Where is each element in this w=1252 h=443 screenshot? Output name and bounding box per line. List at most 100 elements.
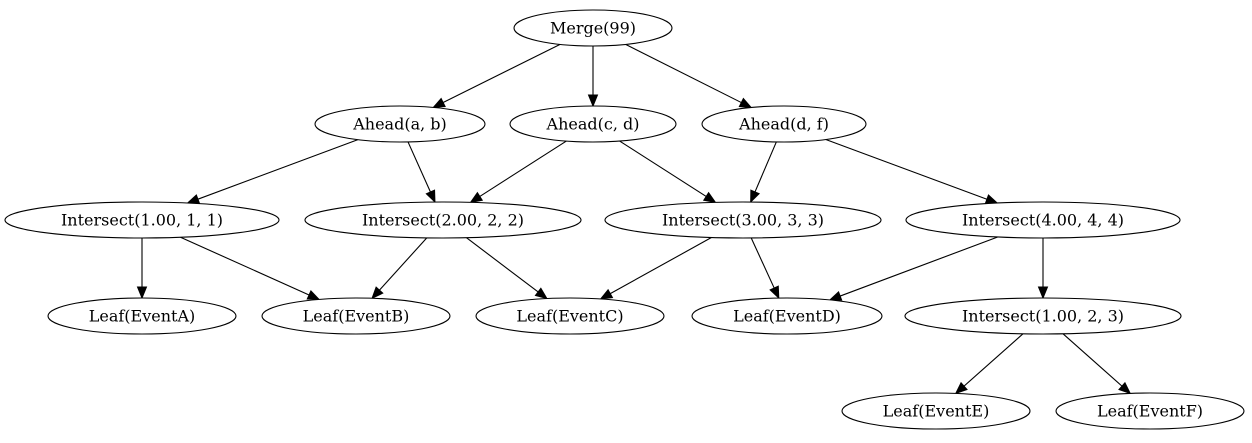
node-ellipse [261,297,451,335]
arrowhead-icon [186,194,201,204]
arrowhead-icon [984,194,999,204]
node-label: Ahead(c, d) [546,115,640,134]
arrowhead-icon [828,290,843,301]
node-ellipse [1055,392,1245,430]
node-label: Intersect(3.00, 3, 3) [662,211,824,230]
edge-line [197,139,359,200]
edge-n4-n8 [136,238,148,300]
node-n3: Ahead(d, f) [701,105,867,143]
arrowhead-icon [702,191,717,204]
node-ellipse [604,201,882,239]
edge-line [407,141,431,193]
node-n7: Intersect(4.00, 4, 4) [905,201,1181,239]
node-label: Leaf(EventD) [733,307,841,326]
edge-line [619,140,707,197]
edge-n1-n4 [186,139,359,204]
edge-line [610,237,712,295]
node-ellipse [905,201,1181,239]
node-n9: Leaf(EventB) [261,297,451,335]
edge-n12-n13 [954,333,1024,395]
node-n12: Intersect(1.00, 2, 3) [904,297,1182,335]
edge-n0-n1 [432,43,561,109]
edge-n2-n6 [619,140,717,204]
edge-n2-n5 [469,140,567,204]
node-n0: Merge(99) [513,9,673,47]
node-label: Ahead(a, b) [352,115,447,134]
edge-line [442,43,561,104]
node-n13: Leaf(EventE) [841,392,1031,430]
edge-n3-n7 [825,138,999,204]
arrowhead-icon [425,189,436,204]
arrowhead-icon [432,97,446,109]
node-ellipse [4,201,280,239]
edge-n6-n11 [750,237,780,300]
edge-n0-n3 [625,43,753,109]
arrowhead-icon [534,287,548,300]
arrowhead-icon [769,285,780,300]
edge-line [839,236,998,297]
edge-n0-n2 [587,46,599,108]
edge-n7-n11 [828,236,998,301]
arrowhead-icon [599,288,614,300]
node-label: Intersect(1.00, 1, 1) [61,211,223,230]
edge-line [479,140,567,197]
edge-line [963,333,1024,387]
node-ellipse [701,105,867,143]
node-ellipse [304,201,582,239]
node-n11: Leaf(EventD) [691,297,883,335]
arrowhead-icon [1118,381,1132,395]
edge-n12-n14 [1062,333,1132,395]
node-n6: Intersect(3.00, 3, 3) [604,201,882,239]
node-label: Intersect(2.00, 2, 2) [362,211,524,230]
node-label: Leaf(EventE) [883,402,990,421]
edge-n3-n6 [750,141,777,204]
nodes-layer: Merge(99) Ahead(a, b) Ahead(c, d) Ahead(d, … [4,9,1245,430]
edge-line [466,237,539,293]
edge-n5-n9 [371,237,428,300]
node-label: Leaf(EventB) [303,307,410,326]
node-ellipse [314,105,486,143]
node-ellipse [509,105,677,143]
edge-line [825,138,988,200]
edge-line [180,236,310,296]
arrowhead-icon [1037,286,1049,300]
node-n14: Leaf(EventF) [1055,392,1245,430]
arrowhead-icon [587,94,599,108]
arrowhead-icon [306,289,321,300]
node-label: Leaf(EventF) [1097,402,1203,421]
edge-line [379,237,428,291]
edge-n4-n9 [180,236,321,300]
node-label: Leaf(EventC) [516,307,623,326]
edge-line [754,141,777,193]
node-n2: Ahead(c, d) [509,105,677,143]
edge-n5-n10 [466,237,548,300]
node-ellipse [47,297,237,335]
node-label: Intersect(1.00, 2, 3) [962,307,1124,326]
node-ellipse [513,9,673,47]
edges-layer [136,43,1132,395]
node-n4: Intersect(1.00, 1, 1) [4,201,280,239]
node-ellipse [691,297,883,335]
node-label: Intersect(4.00, 4, 4) [962,211,1124,230]
edge-n1-n5 [407,141,436,204]
arrowhead-icon [750,189,761,204]
node-label: Merge(99) [550,19,636,38]
node-n10: Leaf(EventC) [475,297,665,335]
node-n1: Ahead(a, b) [314,105,486,143]
edge-line [625,43,742,104]
node-ellipse [475,297,665,335]
arrowhead-icon [371,286,384,300]
node-ellipse [841,392,1031,430]
edge-line [750,237,775,289]
edge-n6-n10 [599,237,712,300]
edge-line [1062,333,1123,387]
node-n8: Leaf(EventA) [47,297,237,335]
arrowhead-icon [954,381,968,395]
node-ellipse [904,297,1182,335]
arrowhead-icon [469,191,484,204]
arrowhead-icon [738,97,753,109]
edge-n7-n12 [1037,238,1049,300]
node-label: Ahead(d, f) [738,115,829,134]
node-label: Leaf(EventA) [89,307,196,326]
